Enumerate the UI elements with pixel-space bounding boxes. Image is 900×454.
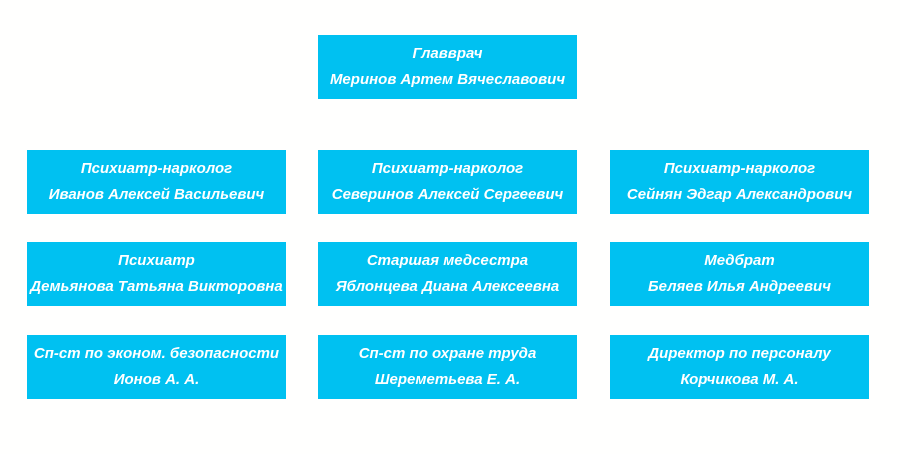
node-person: Демьянова Татьяна Викторовна [30,278,283,295]
org-node-psychiatrist[interactable]: Психиатр Демьянова Татьяна Викторовна [27,242,286,306]
org-node-chief-physician[interactable]: Главврач Меринов Артем Вячеславович [318,35,577,99]
org-node-male-nurse[interactable]: Медбрат Беляев Илья Андреевич [610,242,869,306]
node-title: Директор по персоналу [648,345,831,362]
node-title: Психиатр-нарколог [663,160,816,177]
org-node-head-nurse[interactable]: Старшая медсестра Яблонцева Диана Алексе… [318,242,577,306]
node-title: Главврач [412,45,483,62]
node-person: Яблонцева Диана Алексеевна [335,278,560,295]
org-node-psychiatrist-narcologist-1[interactable]: Психиатр-нарколог Иванов Алексей Василье… [27,150,286,214]
node-title: Сп-ст по охране труда [358,345,537,362]
org-node-psychiatrist-narcologist-3[interactable]: Психиатр-нарколог Сейнян Эдгар Александр… [610,150,869,214]
org-node-labor-safety-specialist[interactable]: Сп-ст по охране труда Шереметьева Е. А. [318,335,577,399]
org-node-hr-director[interactable]: Директор по персоналу Корчикова М. А. [610,335,869,399]
node-title: Старшая медсестра [366,252,529,269]
node-person: Иванов Алексей Васильевич [48,186,265,203]
node-person: Беляев Илья Андреевич [648,278,831,295]
org-node-psychiatrist-narcologist-2[interactable]: Психиатр-нарколог Северинов Алексей Серг… [318,150,577,214]
node-person: Меринов Артем Вячеславович [329,71,566,88]
node-person: Северинов Алексей Сергеевич [331,186,564,203]
node-title: Психиатр-нарколог [371,160,524,177]
node-person: Шереметьева Е. А. [374,371,521,388]
node-title: Психиатр-нарколог [80,160,233,177]
node-person: Корчикова М. А. [680,371,799,388]
node-title: Медбрат [704,252,775,269]
node-title: Психиатр [118,252,195,269]
node-person: Сейнян Эдгар Александрович [626,186,853,203]
node-person: Ионов А. А. [113,371,200,388]
node-title: Сп-ст по эконом. безопасности [33,345,280,362]
org-node-economic-security-specialist[interactable]: Сп-ст по эконом. безопасности Ионов А. А… [27,335,286,399]
